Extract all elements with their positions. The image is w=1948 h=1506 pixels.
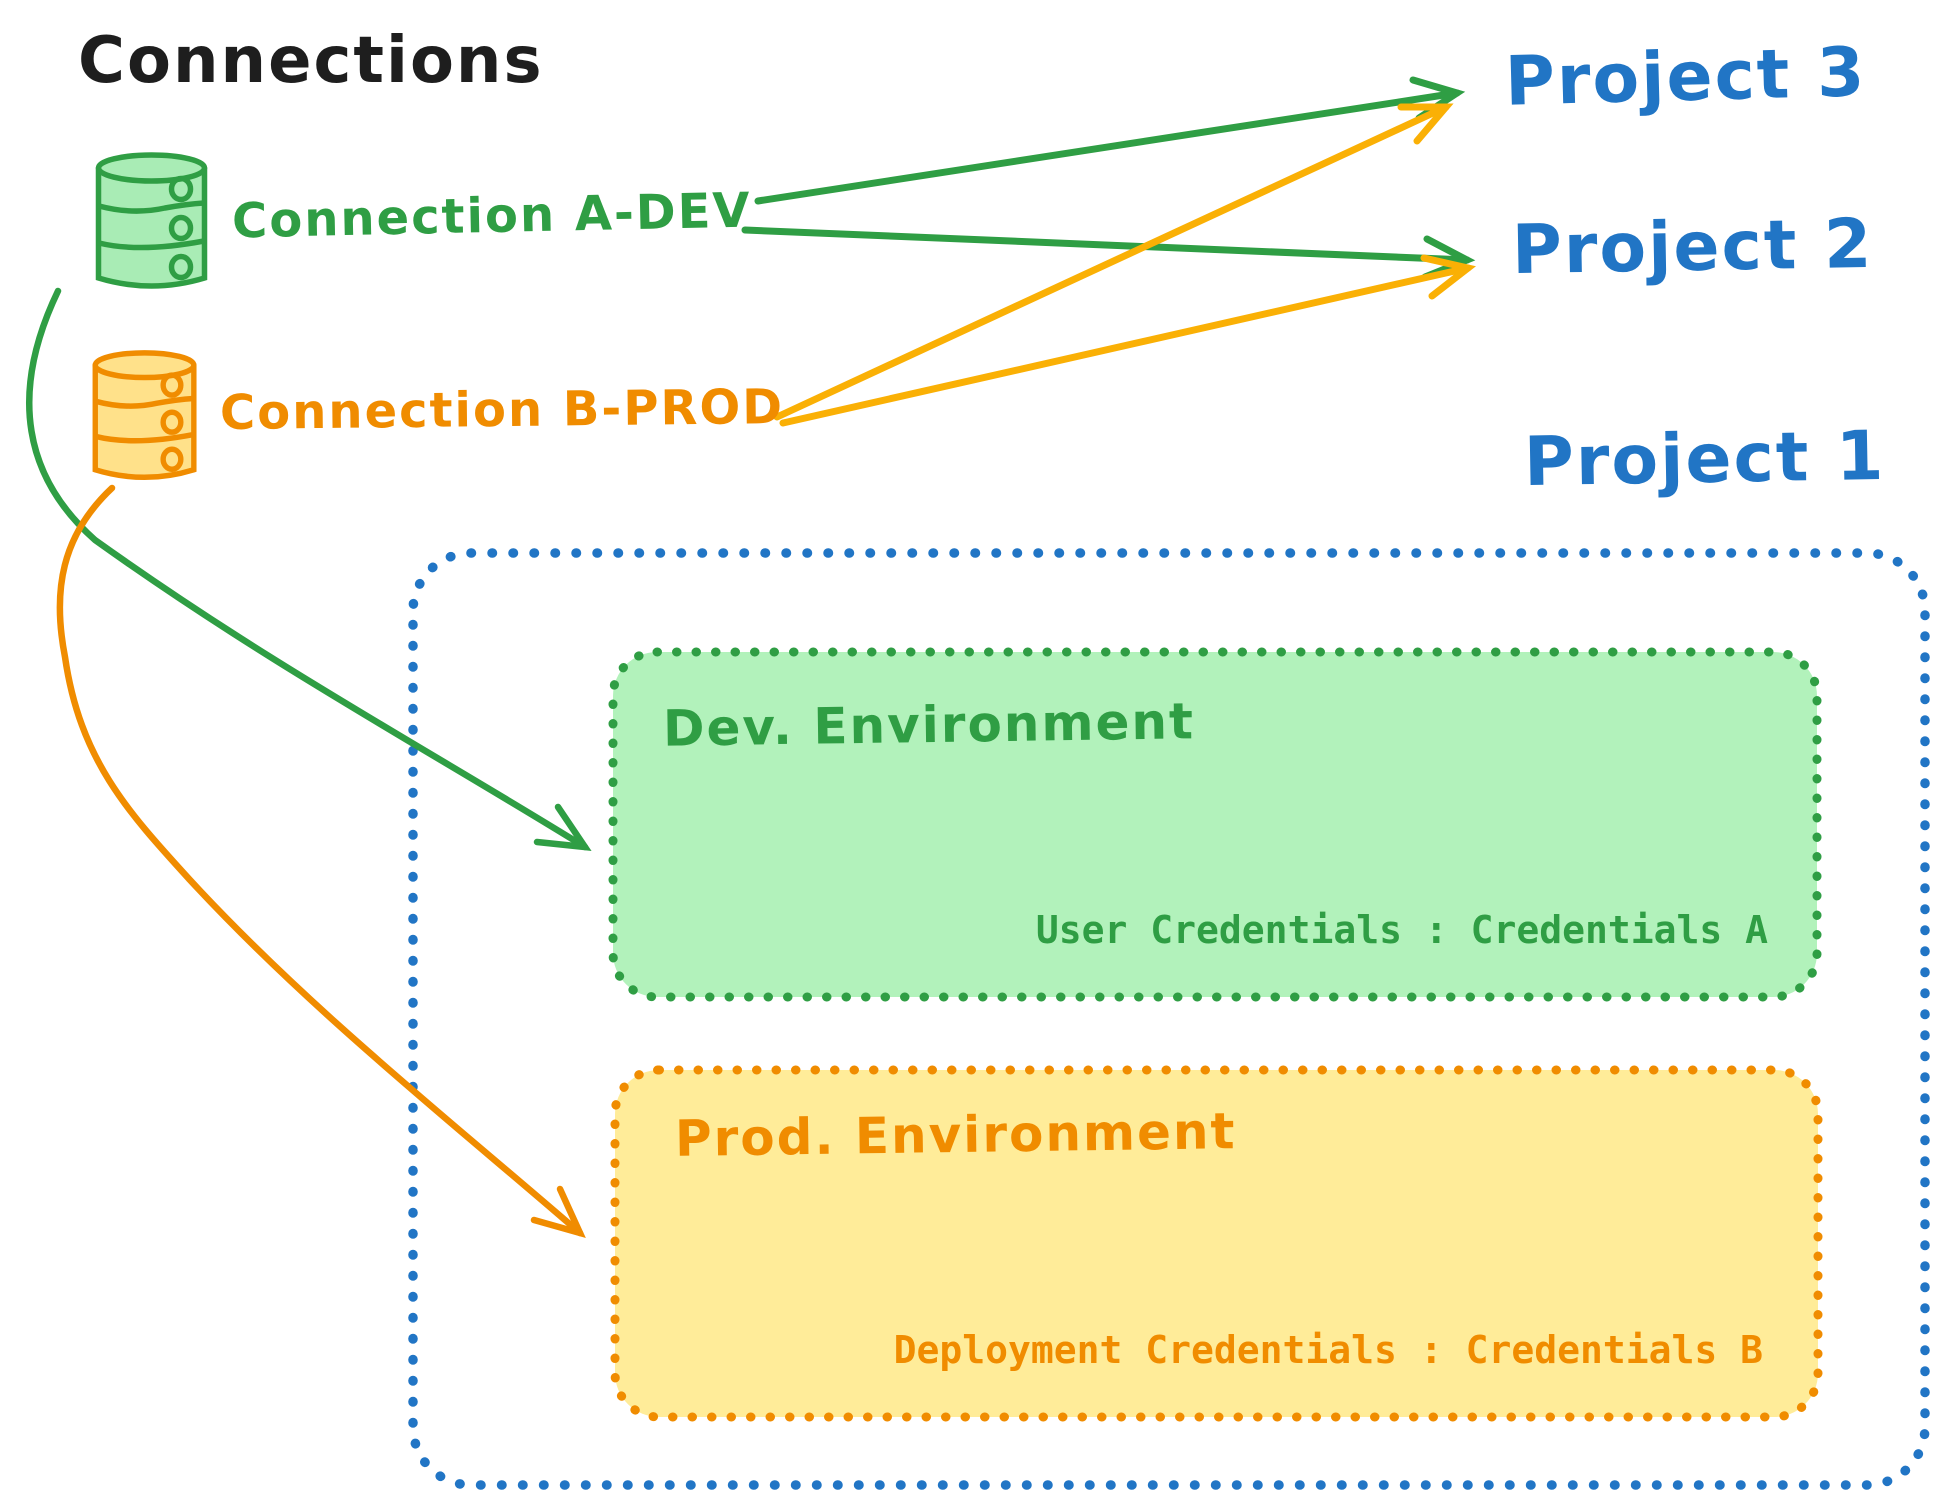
dev-environment-credentials: User Credentials : Credentials A	[1035, 908, 1768, 952]
database-b-prod-icon	[92, 350, 197, 480]
arrow-b-prod-to-project-3	[773, 103, 1454, 421]
connection-b-prod-label: Connection B-PROD	[219, 379, 785, 441]
arrow-b-prod-to-project-2	[779, 254, 1476, 427]
project-2-label: Project 2	[1511, 204, 1874, 291]
dev-environment-box	[608, 647, 1822, 1002]
arrow-b-prod-to-prod-environment	[56, 484, 586, 1239]
arrow-a-dev-to-project-2	[741, 226, 1476, 281]
arrow-a-dev-to-dev-environment	[25, 287, 592, 851]
dev-environment-label: Dev. Environment	[662, 692, 1196, 758]
database-a-dev-icon	[95, 152, 208, 289]
prod-environment-credentials: Deployment Credentials : Credentials B	[893, 1328, 1763, 1372]
prod-environment-box	[610, 1065, 1823, 1422]
project-1-container-box	[408, 548, 1930, 1490]
project-1-label: Project 1	[1523, 416, 1886, 503]
project-3-label: Project 3	[1504, 33, 1868, 122]
prod-environment-label: Prod. Environment	[674, 1102, 1237, 1168]
diagram-title: Connections	[78, 24, 544, 98]
connection-a-dev-label: Connection A-DEV	[231, 182, 753, 250]
arrow-a-dev-to-project-3	[754, 76, 1466, 205]
